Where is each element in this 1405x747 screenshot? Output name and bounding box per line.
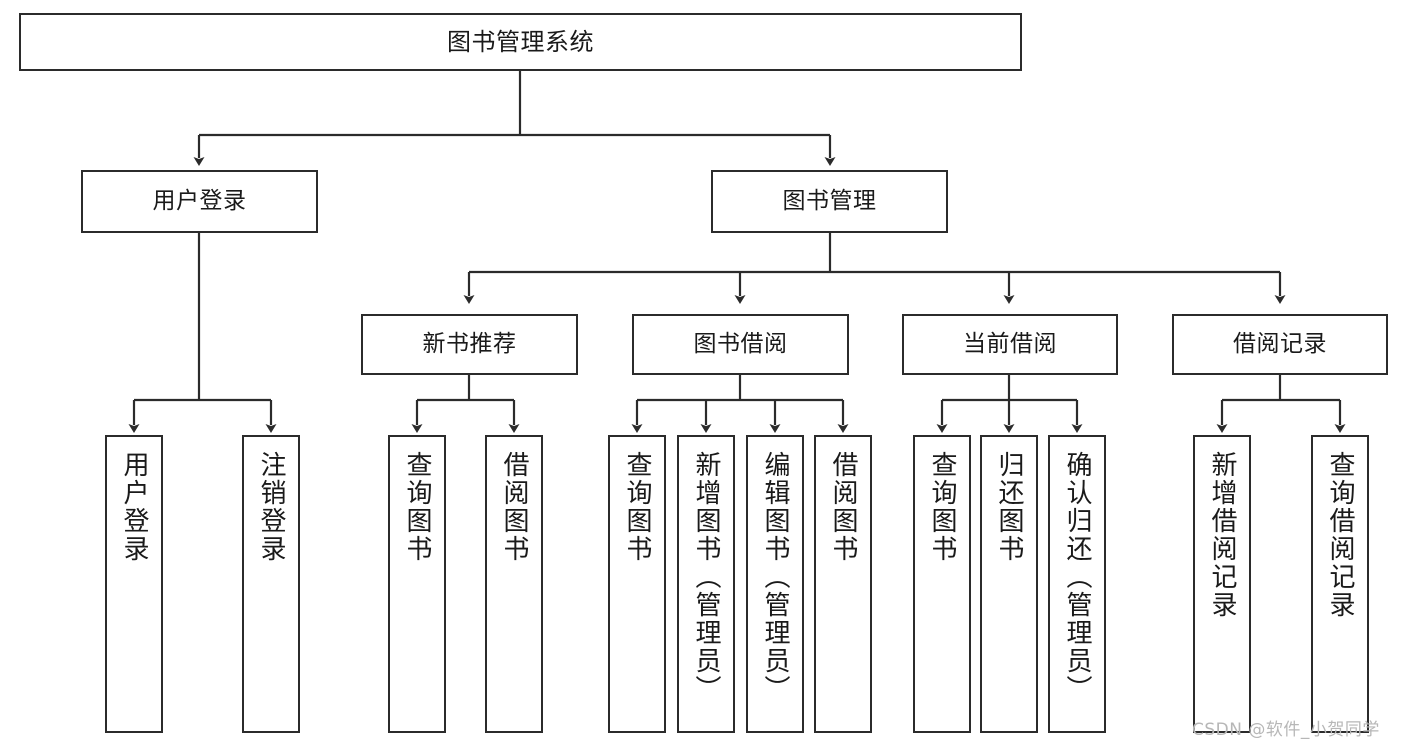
node-new-book-recommend[interactable]: 新书推荐 [361,314,578,375]
node-label: 编辑图书（管理员） [760,451,790,703]
leaf-borrow-book[interactable]: 借阅图书 [814,435,872,733]
leaf-confirm-return-admin[interactable]: 确认归还（管理员） [1048,435,1106,733]
node-user-login[interactable]: 用户登录 [81,170,318,233]
leaf-logout-login[interactable]: 注销登录 [242,435,300,733]
node-label: 查询图书 [402,451,432,563]
node-label: 借阅记录 [1233,330,1327,357]
node-label: 用户登录 [152,187,247,214]
node-book-borrow[interactable]: 图书借阅 [632,314,849,375]
node-label: 查询图书 [927,451,957,563]
node-borrow-record[interactable]: 借阅记录 [1172,314,1388,375]
leaf-return-book[interactable]: 归还图书 [980,435,1038,733]
leaf-add-book-admin[interactable]: 新增图书（管理员） [677,435,735,733]
node-label: 图书管理系统 [447,27,594,56]
leaf-user-login[interactable]: 用户登录 [105,435,163,733]
node-label: 新书推荐 [422,330,517,357]
node-label: 图书借阅 [693,330,788,357]
node-label: 归还图书 [994,451,1024,563]
leaf-add-borrow-record[interactable]: 新增借阅记录 [1193,435,1251,733]
leaf-query-book-current[interactable]: 查询图书 [913,435,971,733]
leaf-borrow-book-recommend[interactable]: 借阅图书 [485,435,543,733]
leaf-query-borrow-record[interactable]: 查询借阅记录 [1311,435,1369,733]
node-label: 确认归还（管理员） [1062,451,1092,703]
node-label: 新增图书（管理员） [691,451,721,703]
leaf-query-book-borrow[interactable]: 查询图书 [608,435,666,733]
node-label: 新增借阅记录 [1207,451,1237,619]
node-current-borrow[interactable]: 当前借阅 [902,314,1118,375]
node-book-management[interactable]: 图书管理 [711,170,948,233]
node-root-book-management-system[interactable]: 图书管理系统 [19,13,1022,71]
node-label: 查询借阅记录 [1325,451,1355,619]
node-label: 图书管理 [782,187,877,214]
node-label: 注销登录 [256,451,286,563]
node-label: 用户登录 [119,451,149,563]
node-label: 借阅图书 [828,451,858,563]
node-label: 借阅图书 [499,451,529,563]
node-label: 查询图书 [622,451,652,563]
node-label: 当前借阅 [963,330,1057,357]
leaf-edit-book-admin[interactable]: 编辑图书（管理员） [746,435,804,733]
leaf-query-book-recommend[interactable]: 查询图书 [388,435,446,733]
